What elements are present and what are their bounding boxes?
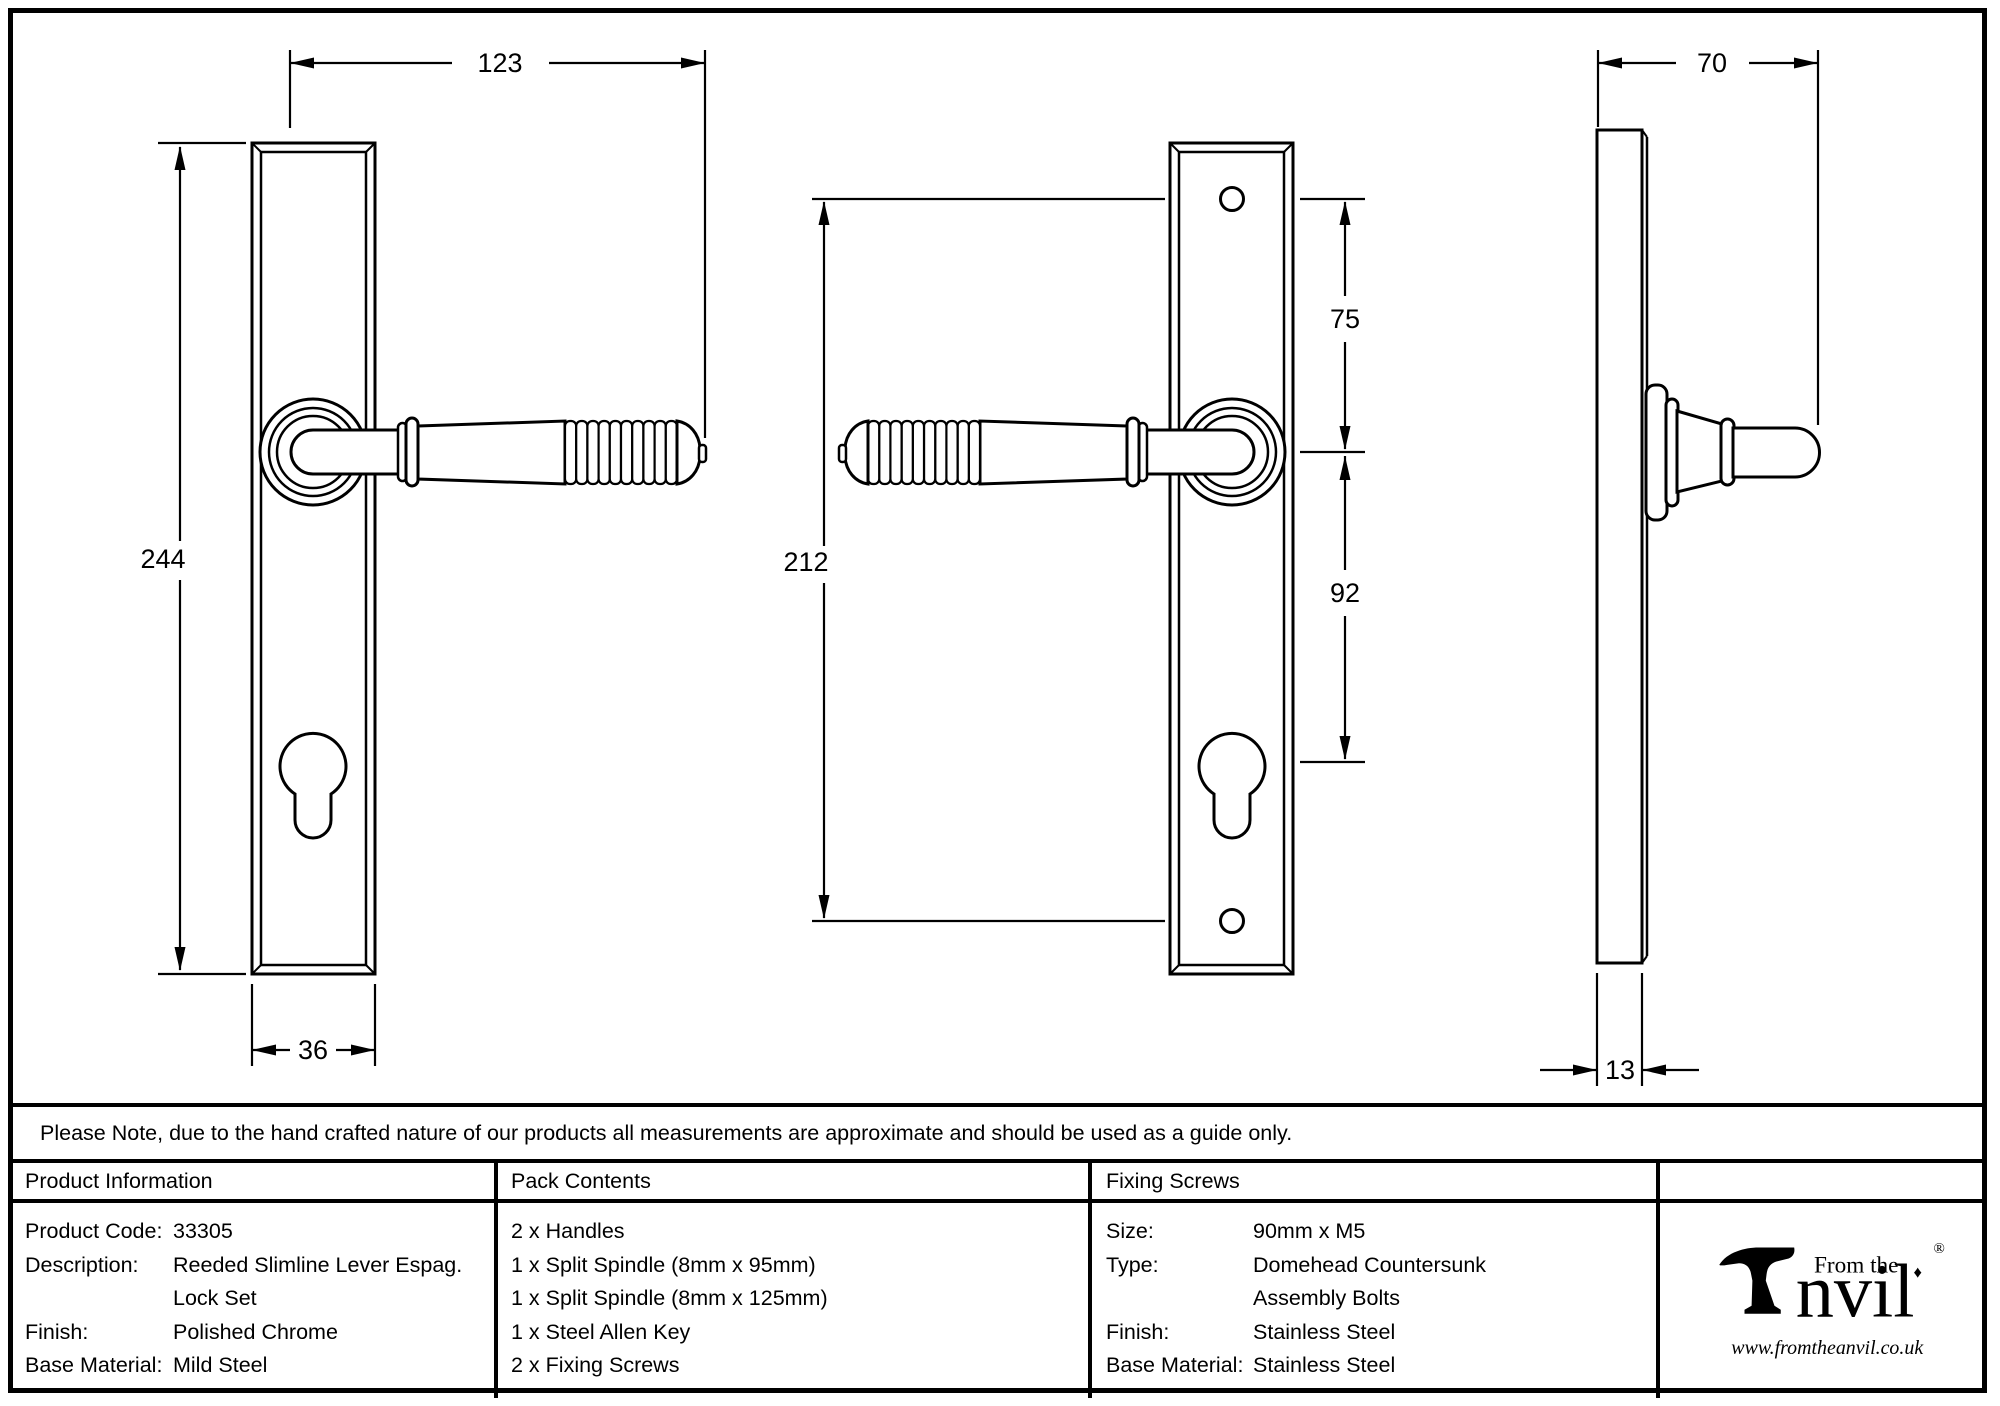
brand-logo-cell: nvil From the ♦ ® www.fromtheanvil.co.uk — [1660, 1203, 1987, 1398]
top-fixing-hole — [1219, 186, 1245, 212]
side-view: 70 13 — [1540, 48, 1821, 1086]
list-item: 2 x Fixing Screws — [511, 1353, 680, 1377]
fixing-screws-cell: Size:90mm x M5 Type:Domehead Countersunk… — [1092, 1203, 1660, 1398]
logo-url-text: www.fromtheanvil.co.uk — [1731, 1337, 1924, 1359]
logo-diamond-glyph: ♦ — [1914, 1263, 1922, 1282]
measurement-note: Please Note, due to the hand crafted nat… — [13, 1103, 1987, 1159]
from-the-anvil-logo: nvil From the ♦ ® www.fromtheanvil.co.uk — [1719, 1241, 1945, 1359]
dim-label-123: 123 — [477, 48, 522, 78]
header-product-information: Product Information — [13, 1163, 498, 1199]
table-row: Type:Domehead Countersunk — [1106, 1252, 1487, 1277]
list-item: 2 x Handles — [511, 1219, 625, 1243]
list-item: 1 x Split Spindle (8mm x 125mm) — [511, 1286, 828, 1310]
note-text: Please Note, due to the hand crafted nat… — [40, 1120, 1293, 1145]
table-header-row: Product Information Pack Contents Fixing… — [13, 1159, 1987, 1199]
header-pack-contents: Pack Contents — [498, 1163, 1092, 1199]
product-information-cell: Product Code:33305 Description:Reeded Sl… — [13, 1203, 498, 1398]
dim-label-92: 92 — [1330, 578, 1360, 608]
front-view-lever-left: 212 75 92 — [783, 141, 1365, 976]
logo-brand-text: nvil — [1796, 1249, 1915, 1334]
table-row: Product Code:33305 — [25, 1219, 233, 1243]
table-row: Assembly Bolts — [1253, 1286, 1400, 1310]
front-view-lever-right: 123 244 36 — [140, 48, 708, 1066]
dim-fixing-centres — [812, 197, 1165, 923]
registered-trademark-symbol: ® — [1933, 1241, 1944, 1257]
table-body-row: Product Code:33305 Description:Reeded Sl… — [13, 1199, 1987, 1398]
logo-from-the-text: From the — [1814, 1253, 1899, 1279]
handle-profile-grip — [1731, 426, 1821, 479]
table-row: Size:90mm x M5 — [1106, 1219, 1366, 1243]
table-row: Finish:Stainless Steel — [1106, 1319, 1396, 1344]
page-border — [8, 8, 1987, 1393]
bottom-fixing-hole — [1219, 908, 1245, 934]
dim-plate-height — [158, 141, 246, 976]
table-row: Base Material:Mild Steel — [25, 1353, 268, 1377]
lock-set-technical-drawing: 123 244 36 — [140, 48, 1821, 1086]
anvil-icon — [1719, 1247, 1795, 1314]
dim-lever-length — [288, 50, 707, 438]
dim-label-212: 212 — [783, 547, 828, 577]
header-fixing-screws: Fixing Screws — [1092, 1163, 1660, 1199]
backplate-side — [1595, 128, 1644, 965]
dim-label-36: 36 — [298, 1035, 328, 1065]
dim-label-13: 13 — [1605, 1055, 1635, 1085]
list-item: 1 x Split Spindle (8mm x 95mm) — [511, 1252, 816, 1277]
dim-label-70: 70 — [1697, 48, 1727, 78]
table-row: Description:Reeded Slimline Lever Espag. — [25, 1252, 463, 1277]
dim-label-75: 75 — [1330, 304, 1360, 334]
pack-contents-cell: 2 x Handles 1 x Split Spindle (8mm x 95m… — [498, 1203, 1092, 1398]
table-row: Lock Set — [173, 1286, 257, 1310]
table-row: Base Material:Stainless Steel — [1106, 1353, 1396, 1377]
table-row: Finish:Polished Chrome — [25, 1319, 338, 1344]
info-panel: Please Note, due to the hand crafted nat… — [13, 1103, 1987, 1398]
dim-label-244: 244 — [140, 544, 185, 574]
list-item: 1 x Steel Allen Key — [511, 1319, 691, 1344]
